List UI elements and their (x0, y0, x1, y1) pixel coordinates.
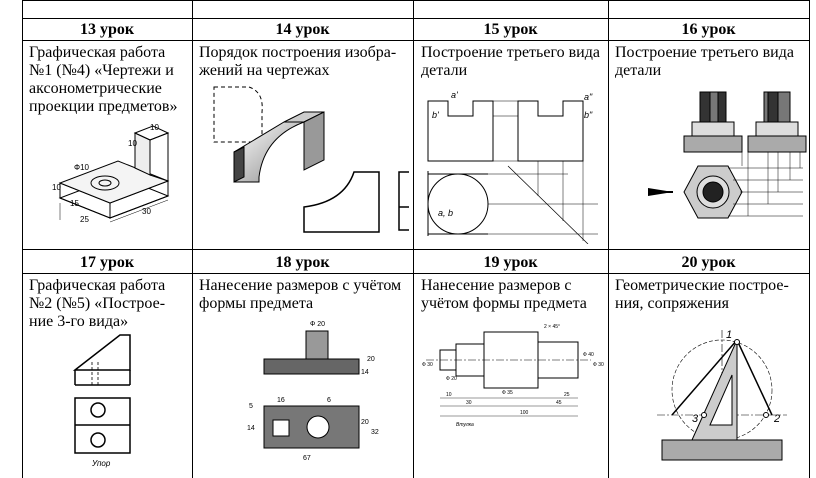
row-divider (22, 273, 810, 274)
col-divider (22, 0, 23, 478)
dim-label: 15 (70, 199, 79, 208)
cell-text-13: Графическая работа №1 (№4) «Чертежи и ак… (29, 44, 191, 116)
col-divider (192, 0, 193, 478)
text-line: Нанесение размеров с учётом (199, 277, 402, 294)
figure-20-geometry: 1 2 3 (657, 329, 787, 461)
row-divider (22, 18, 810, 19)
dim-label: Ф 20 (446, 376, 457, 382)
text-line: жений на чертежах (199, 62, 330, 79)
header-20: 20 урок (681, 254, 736, 271)
point-label: 2 (773, 413, 780, 425)
text-line: Графическая работа (29, 277, 166, 294)
dim-label: Ф 30 (422, 362, 433, 368)
cell-text-20: Геометрические построе- ния, сопряжения (615, 277, 808, 313)
figure-16-views (648, 91, 807, 219)
text-line: Геометрические построе- (615, 277, 789, 294)
header-18: 18 урок (275, 254, 330, 271)
dim-label: 10 (52, 183, 61, 192)
table-border-top (22, 0, 810, 1)
text-line: Построение третьего вида (615, 44, 794, 61)
point-label: a, b (438, 208, 453, 218)
text-line: формы предмета (199, 295, 314, 312)
dim-label: 20 (361, 419, 369, 426)
cell-text-17: Графическая работа №2 (№5) «Построе- ние… (29, 277, 191, 331)
figure-17-views: Упор (72, 334, 131, 468)
dim-label: 16 (277, 397, 285, 404)
col-divider (413, 0, 414, 478)
cell-text-14: Порядок построения изобра- жений на черт… (199, 44, 411, 80)
dim-label: 30 (142, 207, 151, 216)
cell-text-15: Построение третьего вида детали (421, 44, 607, 80)
dim-label: 2 × 45° (544, 324, 560, 330)
lesson-table: 13 урок 14 урок 15 урок 16 урок Графичес… (22, 0, 810, 478)
dim-label: 10 (150, 123, 159, 132)
dim-label: 6 (327, 397, 331, 404)
header-17: 17 урок (79, 254, 135, 271)
text-line: детали (421, 62, 468, 79)
dim-label: 10 (128, 139, 137, 148)
figure-17-caption: Упор (91, 459, 111, 468)
header-13: 13 урок (79, 21, 135, 38)
figure-13-isometric: 10 10 Ф10 10 15 30 25 (52, 123, 170, 224)
col-divider (809, 0, 810, 478)
figure-18-views: Ф 20 20 14 5 14 16 6 20 32 67 (247, 321, 379, 462)
text-line: №1 (№4) «Чертежи и (29, 62, 174, 79)
dim-label: 14 (247, 425, 255, 432)
col-divider (608, 0, 609, 478)
figure-19-shaft: 2 × 45° Ф 30 Ф 20 Ф 40 Ф 30 10 30 25 45 … (422, 324, 604, 428)
figure-14-views (213, 86, 409, 233)
dim-label: 32 (371, 429, 379, 436)
text-line: проекции предметов» (29, 98, 178, 115)
text-line: Построение третьего вида (421, 44, 600, 61)
text-line: Порядок построения изобра- (199, 44, 397, 61)
dim-label: 25 (80, 215, 89, 224)
header-16: 16 урок (681, 21, 736, 38)
dim-label: 25 (564, 392, 570, 398)
text-line: №2 (№5) «Построе- (29, 295, 166, 312)
point-label: 1 (726, 329, 732, 341)
text-line: ния, сопряжения (615, 295, 729, 312)
text-line: учётом формы предмета (421, 295, 587, 312)
figure-19-caption: Втулка (456, 422, 474, 428)
row-divider (22, 249, 810, 250)
point-label: a' (451, 90, 458, 100)
text-line: Нанесение размеров с (421, 277, 572, 294)
figure-15-views: a' b' a" b" a, b (427, 90, 598, 244)
dim-label: 100 (520, 410, 529, 416)
dim-label: 20 (367, 356, 375, 363)
point-label: 3 (692, 413, 699, 425)
dim-label: 14 (361, 369, 369, 376)
dim-label: 10 (446, 392, 452, 398)
header-14: 14 урок (275, 21, 330, 38)
cell-text-16: Построение третьего вида детали (615, 44, 808, 80)
text-line: Графическая работа (29, 44, 166, 61)
dim-label: Ф10 (74, 163, 90, 172)
header-15: 15 урок (483, 21, 538, 38)
point-label: b' (432, 110, 439, 120)
dim-label: 5 (249, 403, 253, 410)
cell-text-18: Нанесение размеров с учётом формы предме… (199, 277, 411, 313)
text-line: ние 3-го вида» (29, 313, 129, 330)
cell-text-19: Нанесение размеров с учётом формы предме… (421, 277, 607, 313)
dim-label: 45 (556, 400, 562, 406)
dim-label: Ф 30 (593, 362, 604, 368)
dim-label: 30 (466, 400, 472, 406)
point-label: b" (584, 110, 593, 120)
header-19: 19 урок (483, 254, 538, 271)
row-divider (22, 40, 810, 41)
dim-label: Ф 40 (583, 352, 594, 358)
point-label: a" (584, 92, 593, 102)
dim-label: 67 (303, 455, 311, 462)
text-line: детали (615, 62, 662, 79)
text-line: аксонометрические (29, 80, 162, 97)
dim-label: Ф 35 (502, 390, 513, 396)
dim-label: Ф 20 (310, 321, 325, 328)
